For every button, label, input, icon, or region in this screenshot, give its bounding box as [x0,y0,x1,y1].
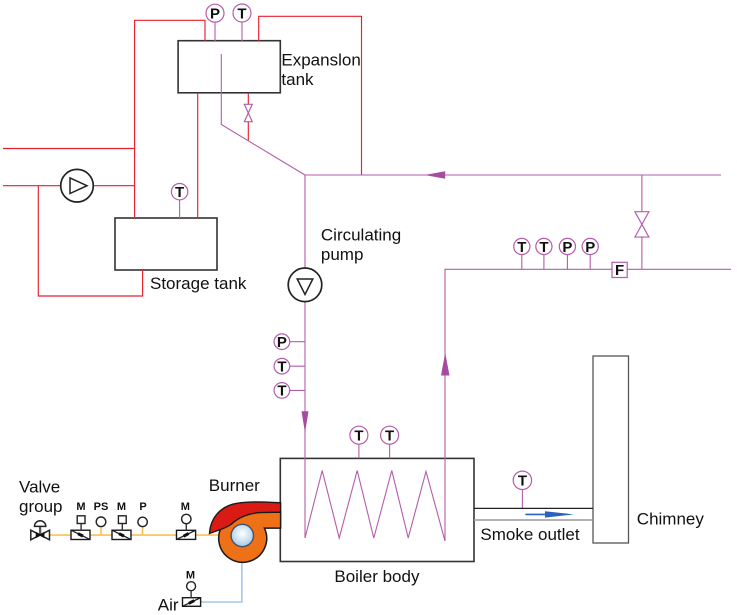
svg-text:T: T [277,383,286,400]
svg-text:T: T [385,428,394,445]
svg-text:P: P [562,239,572,256]
svg-text:Burner: Burner [209,476,260,495]
svg-text:M: M [186,570,195,582]
svg-text:T: T [237,5,246,22]
svg-text:Smoke outlet: Smoke outlet [480,525,579,544]
svg-text:F: F [615,262,624,279]
svg-text:P: P [277,334,287,351]
svg-text:T: T [175,184,184,201]
svg-text:Storage tank: Storage tank [150,274,247,293]
svg-text:M: M [76,501,85,513]
svg-text:Boiler body: Boiler body [334,567,420,586]
svg-text:Chimney: Chimney [637,510,705,529]
svg-text:P: P [585,239,595,256]
svg-text:T: T [277,359,286,376]
svg-text:PS: PS [94,501,109,513]
svg-text:T: T [517,239,526,256]
svg-text:pump: pump [321,245,364,264]
svg-text:Valve: Valve [19,478,60,497]
svg-text:T: T [539,239,548,256]
svg-text:P: P [210,6,220,23]
svg-text:T: T [354,428,363,445]
svg-text:Expanslon: Expanslon [281,50,360,69]
svg-text:group: group [19,497,62,516]
svg-text:M: M [117,501,126,513]
svg-text:Circulating: Circulating [321,226,401,245]
svg-text:P: P [139,501,146,513]
svg-text:Air: Air [158,595,179,614]
svg-text:T: T [518,473,527,490]
svg-text:M: M [181,501,190,513]
svg-text:tank: tank [281,70,314,89]
